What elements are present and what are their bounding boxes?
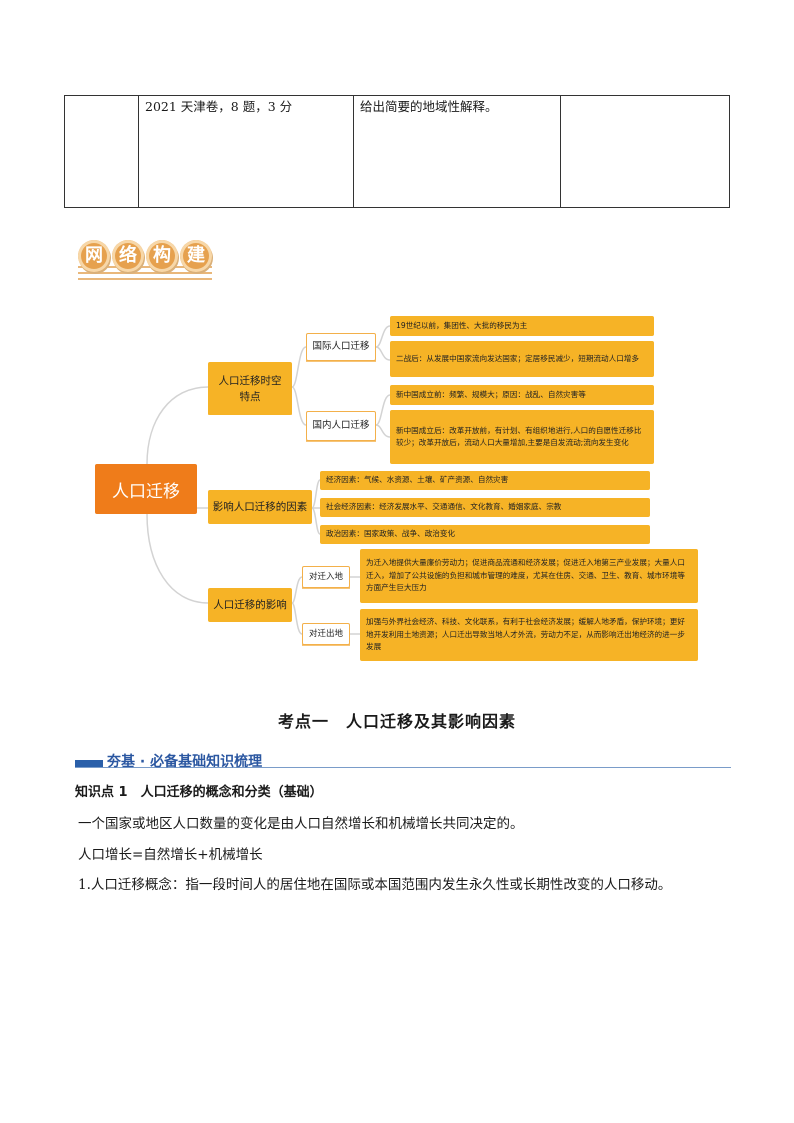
branch-impacts: 人口迁移的影响 [208, 588, 292, 622]
banner-char: 构 [146, 240, 178, 272]
leaf-socioeconomic-factors: 社会经济因素：经济发展水平、交通通信、文化教育、婚姻家庭、宗教 [320, 498, 650, 517]
mind-map-root: 人口迁移 [95, 464, 197, 514]
table-cell [64, 95, 139, 208]
leaf-destination-impact: 为迁入地提供大量廉价劳动力；促进商品流通和经济发展；促进迁入地第三产业发展；大量… [360, 549, 698, 603]
section-title: 考点一 人口迁移及其影响因素 [277, 712, 516, 731]
table-cell-source: 2021 天津卷，8 题，3 分 [138, 95, 354, 208]
node-origin: 对迁出地 [302, 623, 350, 645]
leaf-origin-impact: 加强与外界社会经济、科技、文化联系，有利于社会经济发展；缓解人地矛盾，保护环境；… [360, 609, 698, 661]
subheading-bar: 夯基 · 必备基础知识梳理 [75, 751, 731, 770]
table-cell-requirement: 给出简要的地域性解释。 [353, 95, 561, 208]
body-paragraph: 人口增长=自然增长+机械增长 [78, 847, 263, 863]
leaf-economic-factors: 经济因素：气候、水资源、土壤、矿产资源、自然灾害 [320, 471, 650, 490]
body-paragraph: 一个国家或地区人口数量的变化是由人口自然增长和机械增长共同决定的。 [78, 816, 524, 832]
leaf-domestic-post1949: 新中国成立后：改革开放前，有计划、有组织地进行,人口的自愿性迁移比较少；改革开放… [390, 410, 654, 464]
leaf-political-factors: 政治因素：国家政策、战争、政治变化 [320, 525, 650, 544]
leaf-domestic-pre1949: 新中国成立前：频繁、规模大；原因：战乱、自然灾害等 [390, 385, 654, 405]
branch-spatiotemporal: 人口迁移时空特点 [208, 362, 292, 415]
table-cell [560, 95, 730, 208]
exam-table: 2021 天津卷，8 题，3 分 给出简要的地域性解释。 [64, 95, 730, 208]
leaf-international-postwar: 二战后：从发展中国家流向发达国家；定居移民减少，短期流动人口增多 [390, 341, 654, 377]
banner-char: 络 [112, 240, 144, 272]
branch-factors: 影响人口迁移的因素 [208, 490, 312, 524]
node-destination: 对迁入地 [302, 566, 350, 588]
node-international-migration: 国际人口迁移 [306, 333, 376, 361]
banner-char: 网 [78, 240, 110, 272]
body-paragraph: 1.人口迁移概念：指一段时间人的居住地在国际或本国范围内发生永久性或长期性改变的… [78, 877, 672, 893]
node-domestic-migration: 国内人口迁移 [306, 411, 376, 441]
leaf-international-pre19: 19世纪以前，集团性、大批的移民为主 [390, 316, 654, 336]
knowledge-point-heading: 知识点 1 人口迁移的概念和分类（基础） [75, 785, 323, 800]
banner-char: 建 [180, 240, 212, 272]
subheading: 夯基 · 必备基础知识梳理 [107, 754, 263, 770]
